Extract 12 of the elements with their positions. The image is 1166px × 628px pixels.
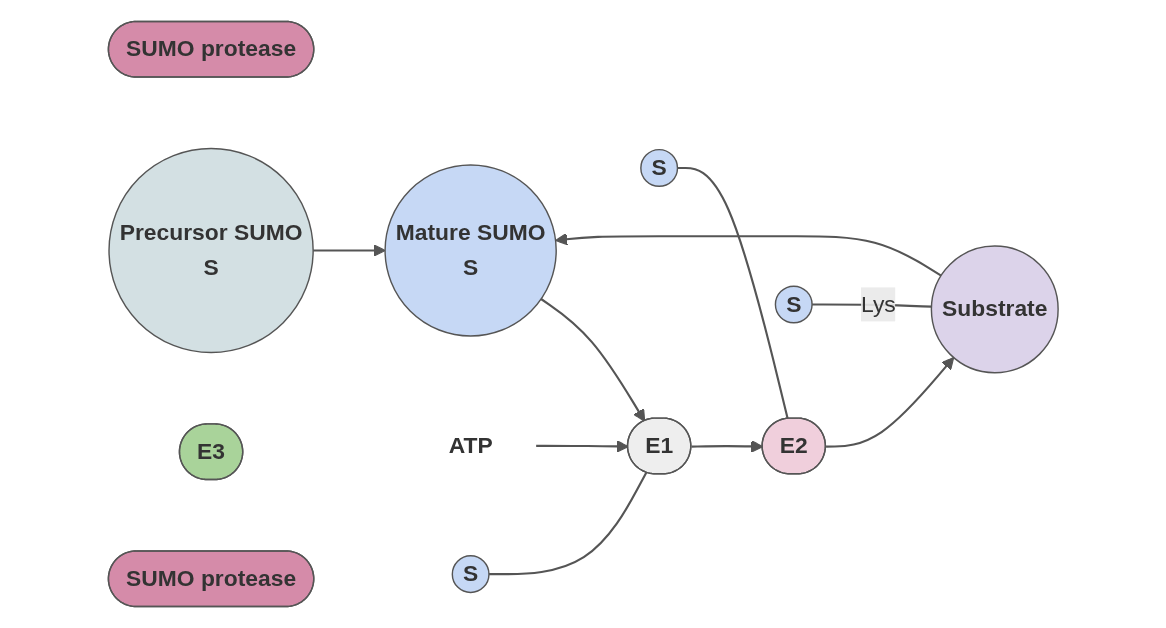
node-text: ATP [448, 433, 493, 458]
node-circle: Precursor SUMO S [108, 147, 314, 354]
node-circle: S [451, 555, 490, 594]
node-circle: S [639, 148, 678, 187]
arrow [540, 298, 645, 422]
node-circle: S [774, 285, 813, 324]
edge-label: Lys [860, 291, 896, 316]
node-circle: Mature SUMO S [384, 164, 557, 337]
connector [488, 472, 647, 576]
connector [677, 166, 789, 420]
node-circle: Substrate [930, 245, 1059, 374]
arrow [825, 357, 954, 448]
